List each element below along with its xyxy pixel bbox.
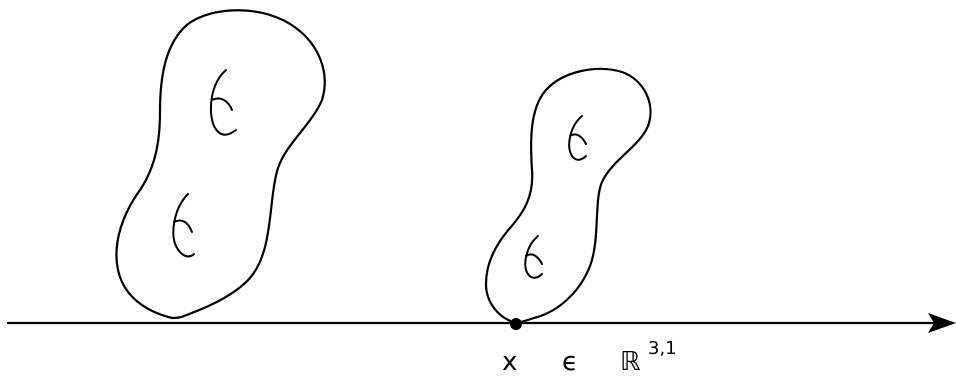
small-surface-handle-lower-inner xyxy=(525,253,543,265)
element-of-symbol: ϵ xyxy=(562,347,578,377)
small-surface-handle-upper-inner xyxy=(569,133,587,145)
large-surface-outline xyxy=(115,9,326,320)
axis-arrowhead xyxy=(928,313,956,333)
large-surface-handle-lower xyxy=(172,193,195,258)
small-surface-outline xyxy=(484,67,652,325)
small-surface-handle-lower xyxy=(524,235,543,279)
large-surface-handle-upper-inner xyxy=(211,97,233,111)
large-surface-handle-lower-inner xyxy=(173,219,193,233)
small-surface-handle-upper xyxy=(568,115,587,161)
point-x-label: x xyxy=(502,347,517,377)
spacetime-superscript: 3,1 xyxy=(648,338,677,359)
point-x-marker xyxy=(510,318,522,330)
spacetime-symbol: ℝ xyxy=(620,347,641,377)
large-surface-handle-upper xyxy=(209,69,237,136)
